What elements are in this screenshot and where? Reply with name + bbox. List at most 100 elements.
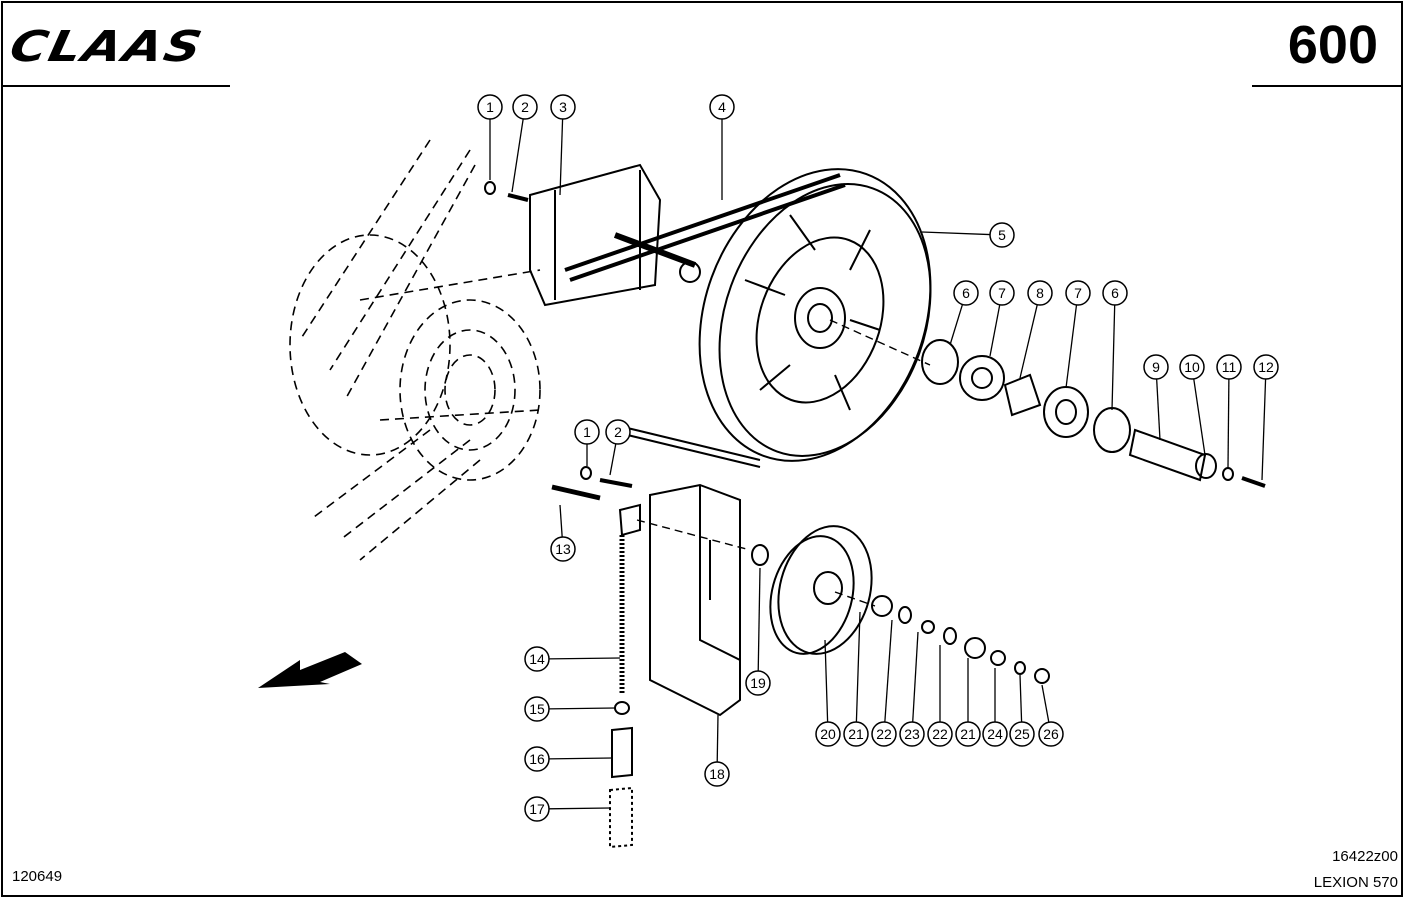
callout-label: 11 [1222, 359, 1237, 375]
callout-18: 18 [704, 714, 730, 787]
callout-bubble [927, 721, 953, 747]
callout-bubble [550, 536, 576, 562]
callout-leader [559, 504, 563, 538]
callout-bubble [477, 94, 503, 120]
callout-bubble [550, 94, 576, 120]
callout-10: 10 [1179, 354, 1206, 456]
callout-bubble [1038, 721, 1064, 747]
callout-leader [884, 619, 893, 723]
callout-bubble [605, 419, 631, 445]
callout-label: 8 [1036, 285, 1044, 301]
callout-label: 23 [904, 726, 920, 742]
callout-13: 13 [550, 504, 576, 562]
callout-bubble [1027, 280, 1053, 306]
hub-parts-row [829, 319, 1266, 488]
callout-label: 6 [962, 285, 970, 301]
callout-7: 7 [1065, 280, 1091, 389]
callout-bubble [982, 721, 1008, 747]
callout-label: 7 [998, 285, 1006, 301]
callout-bubble [1216, 354, 1242, 380]
callout-label: 2 [521, 99, 529, 115]
idler-pulley-20 [769, 525, 876, 655]
bracket-18 [649, 483, 741, 717]
callout-bubble [574, 419, 600, 445]
callout-label: 24 [987, 726, 1003, 742]
callout-bubble [1253, 354, 1279, 380]
callout-2: 2 [511, 94, 538, 193]
callout-bubble [1065, 280, 1091, 306]
callout-leader [921, 231, 991, 236]
callout-label: 13 [555, 541, 571, 557]
callout-bubble [524, 696, 550, 722]
callout-label: 12 [1258, 359, 1274, 375]
drawing-lines [258, 139, 1266, 849]
doc-number: 120649 [12, 868, 63, 885]
callout-12: 12 [1253, 354, 1279, 481]
callout-bubble [815, 721, 841, 747]
callout-bubble [704, 761, 730, 787]
callout-bubble [745, 670, 771, 696]
callout-6: 6 [949, 280, 979, 346]
callout-7: 7 [989, 280, 1015, 357]
callout-1: 1 [574, 419, 600, 466]
callout-leader [609, 443, 617, 476]
drawing-code: 16422z00 [1332, 848, 1398, 865]
callout-label: 1 [583, 424, 591, 440]
main-pulley-5 [698, 168, 932, 462]
callout-bubble [1009, 721, 1035, 747]
callout-leader [1041, 684, 1050, 723]
callout-label: 6 [1111, 285, 1119, 301]
callout-17: 17 [524, 796, 611, 822]
callout-22: 22 [927, 645, 953, 747]
callout-leader [1065, 304, 1078, 389]
callout-label: 2 [614, 424, 622, 440]
callout-22: 22 [871, 619, 897, 747]
callout-label: 22 [932, 726, 948, 742]
callout-1: 1 [477, 94, 503, 180]
callout-6: 6 [1102, 280, 1128, 411]
callout-label: 1 [486, 99, 494, 115]
page-number-underline [1252, 85, 1402, 87]
callout-leader [548, 657, 621, 660]
callout-bubble [1143, 354, 1169, 380]
callout-leader [1261, 378, 1267, 481]
callout-label: 7 [1074, 285, 1082, 301]
callout-label: 18 [709, 766, 725, 782]
callout-label: 14 [529, 651, 545, 667]
callout-bubble [524, 746, 550, 772]
callout-leader [855, 611, 861, 723]
callout-label: 21 [848, 726, 864, 742]
belt-4 [564, 173, 846, 282]
callout-label: 9 [1152, 359, 1160, 375]
callout-label: 25 [1014, 726, 1030, 742]
callout-4: 4 [709, 94, 735, 200]
callout-bubble [989, 222, 1015, 248]
callout-label: 10 [1184, 359, 1200, 375]
callout-label: 4 [718, 99, 726, 115]
callout-11: 11 [1216, 354, 1242, 469]
callout-leader [716, 714, 719, 763]
callout-bubble [953, 280, 979, 306]
callout-leader [548, 707, 616, 710]
callout-19: 19 [745, 567, 771, 696]
callout-20: 20 [815, 639, 841, 747]
idler-parts-row [871, 595, 1050, 684]
callout-21: 21 [843, 611, 869, 747]
callout-bubble [955, 721, 981, 747]
callout-leader [912, 631, 919, 723]
callout-leader [1019, 304, 1038, 379]
callout-bubble [512, 94, 538, 120]
page-number: 600 [1287, 15, 1378, 75]
callout-bubble [1102, 280, 1128, 306]
callout-leader [548, 757, 613, 760]
model-name: LEXION 570 [1313, 874, 1398, 891]
callout-25: 25 [1009, 674, 1035, 747]
callout-16: 16 [524, 746, 613, 772]
callout-leader [548, 807, 611, 810]
callout-5: 5 [921, 222, 1015, 248]
callout-leader [949, 304, 964, 346]
callout-26: 26 [1038, 684, 1064, 747]
